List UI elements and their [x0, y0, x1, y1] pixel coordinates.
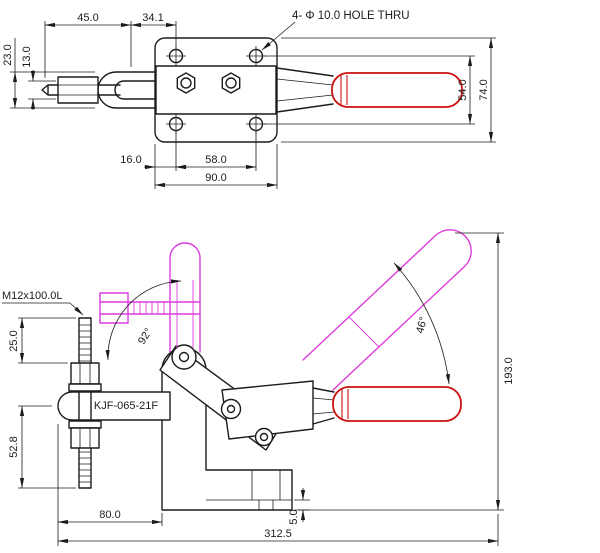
handle-arms	[276, 67, 334, 113]
dim-45: 45.0	[77, 12, 98, 24]
extension-lines	[294, 499, 310, 511]
phantom-grip-edge	[348, 316, 380, 348]
washer-lower	[68, 420, 102, 429]
extension-lines	[281, 37, 496, 143]
dim-34-1: 34.1	[142, 12, 163, 24]
extension-lines	[10, 38, 95, 109]
grip-detail	[341, 389, 349, 419]
dim-52-8: 52.8	[8, 436, 20, 457]
hex-bolt-hole	[180, 77, 192, 89]
hole-centerlines	[166, 46, 266, 134]
spindle-spec-label: M12x100.0L	[2, 290, 63, 302]
u-bar-slot	[114, 80, 157, 100]
angle-92: 92°	[136, 326, 155, 346]
model-label: KJF-065-21F	[94, 400, 158, 412]
dim-74: 74.0	[478, 79, 490, 100]
handle-arms-side-inner	[312, 397, 335, 415]
handle-arms-side	[312, 387, 335, 425]
hole-note: 4- Φ 10.0 HOLE THRU	[292, 10, 410, 22]
handle-arms-inner	[276, 78, 334, 102]
dim-90: 90.0	[205, 172, 226, 184]
handle-bracket	[221, 380, 314, 440]
dim-5: 5.0	[288, 509, 300, 524]
spindle-threads	[79, 324, 91, 483]
dim-193: 193.0	[503, 357, 515, 385]
top-view: 45.0 34.1 23.0 13.0 4- Φ 10.0 HOLE THRU …	[2, 10, 496, 189]
spindle-nut-upper	[70, 362, 100, 385]
hole-note-leader	[261, 21, 296, 51]
angle-arc-92	[105, 279, 182, 361]
side-view: KJF-065-21F 92° 46° M12x10	[2, 229, 515, 546]
dim-13: 13.0	[21, 46, 33, 67]
hex-bolt	[221, 72, 241, 94]
side-view-part: KJF-065-21F	[57, 317, 462, 511]
extension-lines	[298, 232, 504, 511]
dim-54: 54.0	[457, 79, 469, 100]
spindle-nut-lower	[70, 427, 100, 449]
spindle-hex-nut	[57, 76, 99, 104]
u-bar-outer	[97, 71, 157, 109]
link-pivot-rivet	[259, 432, 269, 442]
clamp-mechanism-body	[155, 65, 277, 115]
washer-upper	[68, 383, 102, 392]
nut-facets	[79, 363, 91, 384]
top-view-dimensions: 45.0 34.1 23.0 13.0 4- Φ 10.0 HOLE THRU …	[2, 10, 496, 189]
handle-grip-side	[332, 386, 462, 422]
base-mounting-hole-section	[206, 470, 292, 510]
phantom-handle-open	[302, 229, 472, 391]
handle-grip-top	[331, 72, 463, 108]
grip-detail	[340, 75, 348, 105]
dim-312-5: 312.5	[264, 528, 292, 540]
dim-80: 80.0	[99, 509, 120, 521]
spindle-hex-nut-facets	[58, 84, 98, 96]
dim-58: 58.0	[205, 154, 226, 166]
hex-bolt-hole	[225, 77, 237, 89]
hex-bolt	[176, 72, 196, 94]
nut-facets	[79, 428, 91, 448]
top-view-part	[41, 37, 463, 143]
phantom-arm-open	[169, 242, 201, 353]
clamp-arm	[57, 391, 171, 421]
phantom-spindle-hex	[99, 292, 129, 324]
main-pivot-rivet	[178, 351, 190, 363]
angle-46: 46°	[414, 316, 430, 335]
open-position-phantom	[99, 229, 472, 391]
extension-lines	[264, 55, 475, 125]
spindle-leader	[69, 302, 84, 316]
phantom-spindle-shaft	[99, 301, 201, 315]
angle-arc-46	[393, 262, 450, 385]
dim-25: 25.0	[8, 330, 20, 351]
handle-pivot-rivet	[226, 404, 236, 414]
spindle	[78, 317, 92, 489]
dim-16: 16.0	[120, 154, 141, 166]
extension-lines	[18, 317, 76, 364]
dim-23: 23.0	[2, 44, 14, 65]
phantom-spindle-threads	[133, 302, 165, 314]
